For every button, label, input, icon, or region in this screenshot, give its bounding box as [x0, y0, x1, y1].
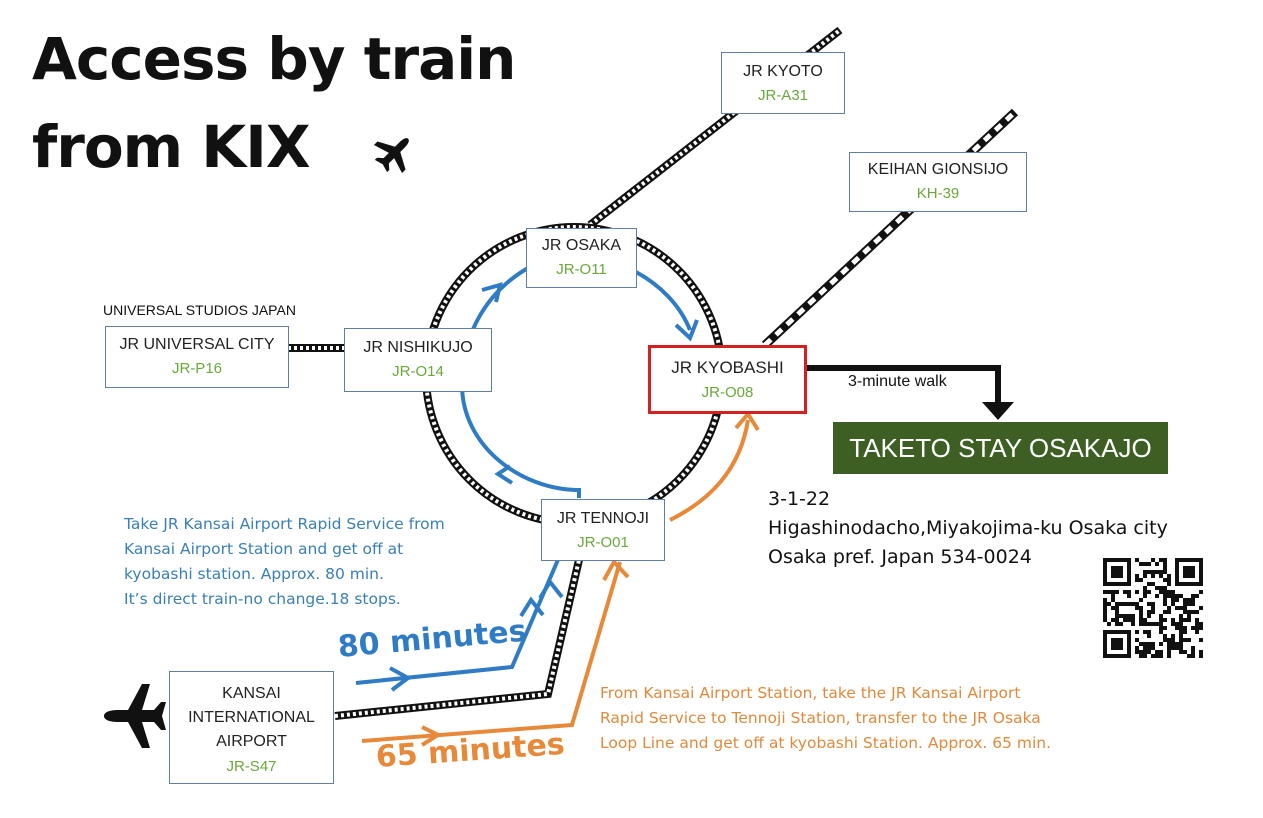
arrow-down-icon: [982, 402, 1014, 420]
qr-code-icon: [1103, 558, 1203, 658]
address-line: Osaka pref. Japan 534-0024: [768, 546, 1032, 568]
transfer-route: [361, 410, 760, 747]
description-line: kyobashi station. Approx. 80 min.: [124, 565, 384, 583]
station-code: KH-39: [916, 185, 960, 202]
description-line: From Kansai Airport Station, take the JR…: [600, 684, 1021, 702]
station-code: JR-O11: [556, 261, 607, 278]
usj-label: UNIVERSAL STUDIOS JAPAN: [103, 302, 296, 318]
station-name: JR KYOTO: [743, 63, 823, 80]
hotel-name-badge: TAKETO STAY OSAKAJO: [833, 422, 1168, 474]
description-line: Take JR Kansai Airport Rapid Service fro…: [124, 515, 445, 533]
walk-arrow: [804, 365, 1014, 420]
station-name: KEIHAN GIONSIJO: [867, 161, 1009, 178]
address-line: Higashinodacho,Miyakojima-ku Osaka city: [768, 517, 1168, 539]
hotel-address: 3-1-22 Higashinodacho,Miyakojima-ku Osak…: [768, 485, 1168, 572]
page-subtitle: from KIX: [32, 113, 311, 181]
description-line: Loop Line and get off at kyobashi Statio…: [600, 734, 1052, 752]
station-code: JR-O14: [392, 363, 444, 380]
page-title: Access by train: [32, 25, 516, 93]
station-name-line3: AIRPORT: [216, 733, 287, 750]
description-line: It’s direct train-no change.18 stops.: [124, 590, 401, 608]
description-line: Kansai Airport Station and get off at: [124, 540, 404, 558]
station-jr-kyobashi: JR KYOBASHI JR-O08: [648, 345, 807, 414]
station-name: JR NISHIKUJO: [363, 339, 473, 356]
station-kansai-airport: KANSAI INTERNATIONAL AIRPORT JR-S47: [169, 671, 334, 784]
station-keihan-gionsijo: KEIHAN GIONSIJO KH-39: [849, 152, 1027, 212]
walk-label: 3-minute walk: [848, 373, 947, 390]
station-name: JR TENNOJI: [556, 510, 650, 527]
station-code: JR-O08: [701, 384, 754, 401]
station-jr-osaka: JR OSAKA JR-O11: [526, 228, 637, 288]
station-code: JR-P16: [171, 360, 223, 377]
transfer-route-description: From Kansai Airport Station, take the JR…: [600, 681, 1051, 756]
airplane-icon: [104, 684, 166, 748]
station-name-line1: KANSAI: [222, 685, 281, 702]
station-jr-tennoji: JR TENNOJI JR-O01: [541, 499, 665, 561]
station-name-line2: INTERNATIONAL: [188, 709, 315, 726]
address-line: 3-1-22: [768, 488, 831, 510]
title-airplane-icon: [373, 138, 409, 174]
station-code: JR-O01: [577, 534, 629, 551]
direct-route-description: Take JR Kansai Airport Rapid Service fro…: [124, 512, 445, 612]
station-jr-universal-city: JR UNIVERSAL CITY JR-P16: [105, 326, 289, 388]
station-name: JR OSAKA: [541, 237, 622, 254]
station-jr-kyoto: JR KYOTO JR-A31: [721, 52, 845, 114]
station-code: JR-A31: [757, 87, 809, 104]
station-code: JR-S47: [226, 758, 277, 775]
station-name: JR KYOBASHI: [671, 358, 784, 377]
station-jr-nishikujo: JR NISHIKUJO JR-O14: [344, 328, 492, 392]
description-line: Rapid Service to Tennoji Station, transf…: [600, 709, 1041, 727]
station-name: JR UNIVERSAL CITY: [119, 336, 275, 353]
